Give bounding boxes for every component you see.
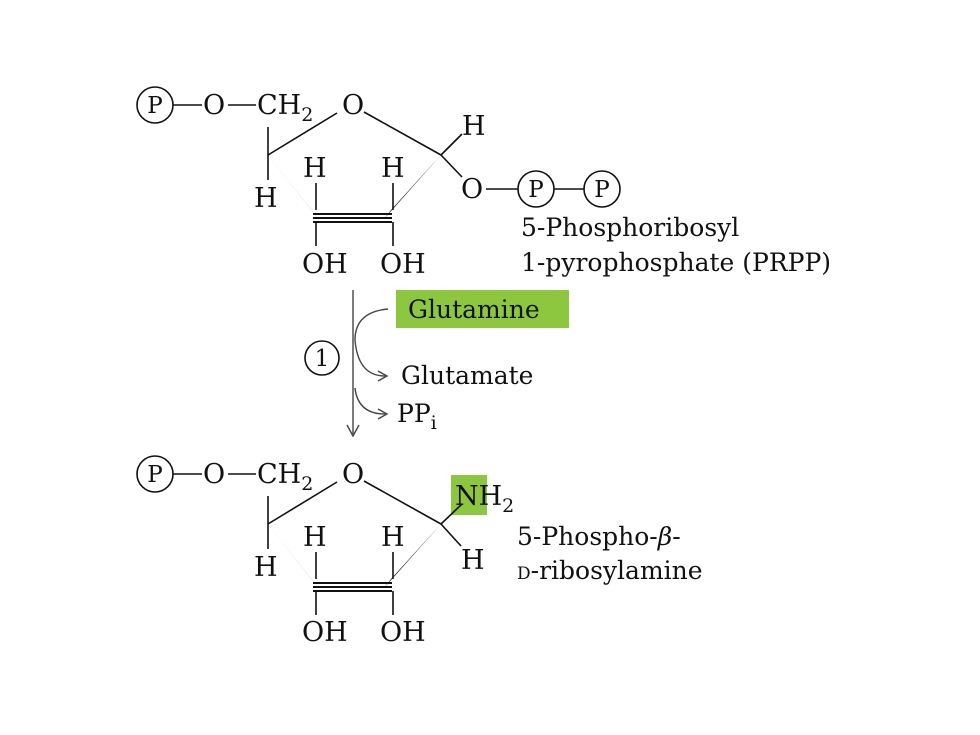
reaction-arrow: 1 Glutamine Glutamate PPi	[304, 290, 569, 438]
pra-name-line1: 5-Phospho-β-	[517, 522, 681, 551]
bond	[440, 523, 462, 547]
phosphate-label: P	[594, 177, 609, 203]
ring-oxygen: O	[342, 459, 364, 490]
bond	[267, 112, 338, 156]
hydrogen-c2: H	[381, 522, 405, 553]
hydrogen-c3: H	[303, 153, 327, 184]
step-number: 1	[315, 346, 330, 372]
prpp-name-line1: 5-Phosphoribosyl	[521, 213, 739, 242]
ch2-group: CH2	[257, 459, 313, 495]
hydrogen-c1: H	[461, 545, 485, 576]
glutamate-arrow-head	[377, 370, 389, 382]
phosphate-circle	[583, 170, 621, 208]
ppi-label: PPi	[397, 399, 437, 434]
ppi-arrow-head	[377, 408, 389, 420]
bond	[440, 503, 463, 525]
amine-group: NH2	[455, 481, 514, 517]
wedge-bond	[268, 524, 320, 590]
bond	[363, 480, 442, 525]
hydrogen-c3: H	[303, 522, 327, 553]
wedge-bond	[384, 155, 441, 219]
hydrogen-c4: H	[254, 183, 278, 214]
hydrogen-c2: H	[381, 153, 405, 184]
glycosidic-oxygen: O	[461, 174, 483, 205]
bond	[440, 154, 463, 178]
prpp-molecule: P O CH2 O H H H OH OH H	[136, 86, 831, 280]
glutamine-in-curve	[354, 308, 389, 341]
ch2-group: CH2	[257, 90, 313, 126]
glutamine-label: Glutamine	[408, 295, 540, 324]
phosphate-label: P	[147, 462, 162, 488]
hydroxyl-c3: OH	[302, 617, 348, 648]
glutamine-highlight	[396, 290, 569, 328]
pra-molecule: P O CH2 O H H H OH OH NH2 H 5-Phospho-β-	[136, 455, 703, 648]
phosphate-label: P	[528, 177, 543, 203]
ring-oxygen: O	[342, 90, 364, 121]
prpp-name-line2: 1-pyrophosphate (PRPP)	[521, 248, 831, 277]
step-circle	[304, 340, 340, 376]
hydroxyl-c3: OH	[302, 249, 348, 280]
ppi-out-curve	[354, 387, 386, 415]
bond	[440, 133, 463, 156]
phosphate-label: P	[147, 93, 162, 119]
ester-oxygen: O	[203, 90, 225, 121]
hydrogen-c4: H	[254, 552, 278, 583]
wedge-bond	[268, 155, 320, 221]
ester-oxygen: O	[203, 459, 225, 490]
hydroxyl-c2: OH	[380, 617, 426, 648]
hydroxyl-c2: OH	[380, 249, 426, 280]
bond	[267, 481, 338, 525]
pra-name-line2: D-ribosylamine	[517, 556, 703, 585]
wedge-bond	[384, 524, 441, 588]
glutamate-label: Glutamate	[401, 361, 533, 390]
main-arrow-head	[346, 424, 360, 438]
glutamate-out-curve	[354, 339, 386, 377]
hydrogen-c1: H	[462, 111, 486, 142]
bond	[363, 111, 442, 156]
